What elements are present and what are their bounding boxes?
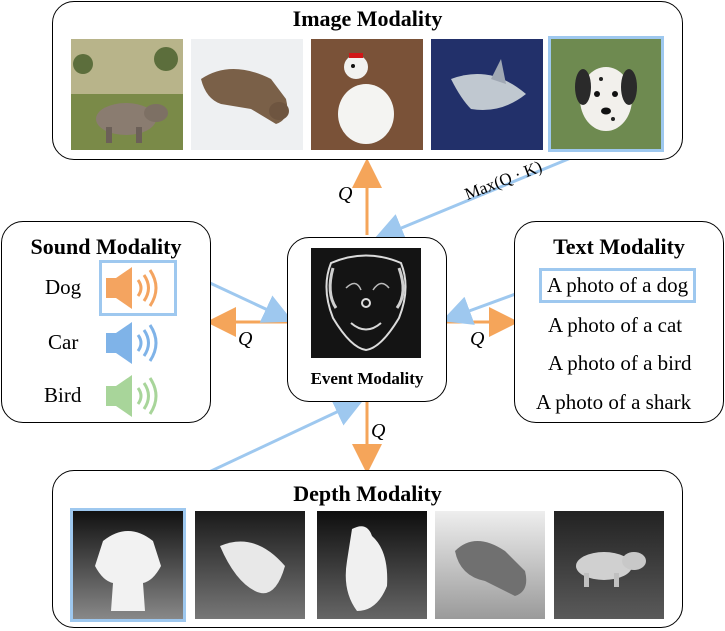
query-label-down: Q (371, 420, 386, 442)
cougar-image (191, 39, 303, 150)
sound-modality-title: Sound Modality (30, 234, 182, 259)
speaker-dog-icon (99, 260, 177, 316)
query-label-up: Q (338, 183, 353, 205)
shark-image (431, 39, 543, 150)
match-arrow-image (373, 153, 579, 242)
depth-modality-title: Depth Modality (293, 481, 442, 506)
depth-cat-image (435, 511, 545, 619)
text-option-bird: A photo of a bird (548, 351, 692, 375)
rhino-image (71, 39, 183, 150)
query-label-left: Q (238, 328, 253, 350)
ptarmigan-image (311, 39, 423, 150)
depth-bird-image (317, 511, 427, 619)
image-modality-panel: Image Modality (52, 1, 683, 160)
sound-label-dog: Dog (45, 275, 82, 299)
text-modality-title: Text Modality (553, 234, 685, 259)
text-option-dog: A photo of a dog (539, 268, 697, 303)
event-modality-title: Event Modality (310, 369, 424, 388)
depth-dog-image (70, 508, 186, 622)
speaker-bird-icon (102, 371, 174, 421)
sound-label-car: Car (48, 330, 79, 354)
text-option-shark: A photo of a shark (536, 390, 692, 414)
dalmatian-image (548, 36, 664, 152)
depth-rhino-image (554, 511, 664, 619)
query-label-right: Q (470, 328, 485, 350)
event-modality-panel: Event Modality (287, 237, 447, 402)
depth-shark-image (195, 511, 305, 619)
sound-modality-panel: Sound Modality Dog Car Bird (1, 221, 211, 423)
image-modality-title: Image Modality (292, 6, 443, 31)
match-arrow-sound (209, 281, 294, 323)
sound-label-bird: Bird (44, 383, 82, 407)
event-image (311, 248, 421, 358)
text-option-cat: A photo of a cat (548, 313, 683, 337)
depth-modality-panel: Depth Modality (52, 470, 683, 628)
text-modality-panel: Text Modality A photo of a dog A photo o… (514, 221, 724, 423)
speaker-car-icon (102, 318, 174, 368)
